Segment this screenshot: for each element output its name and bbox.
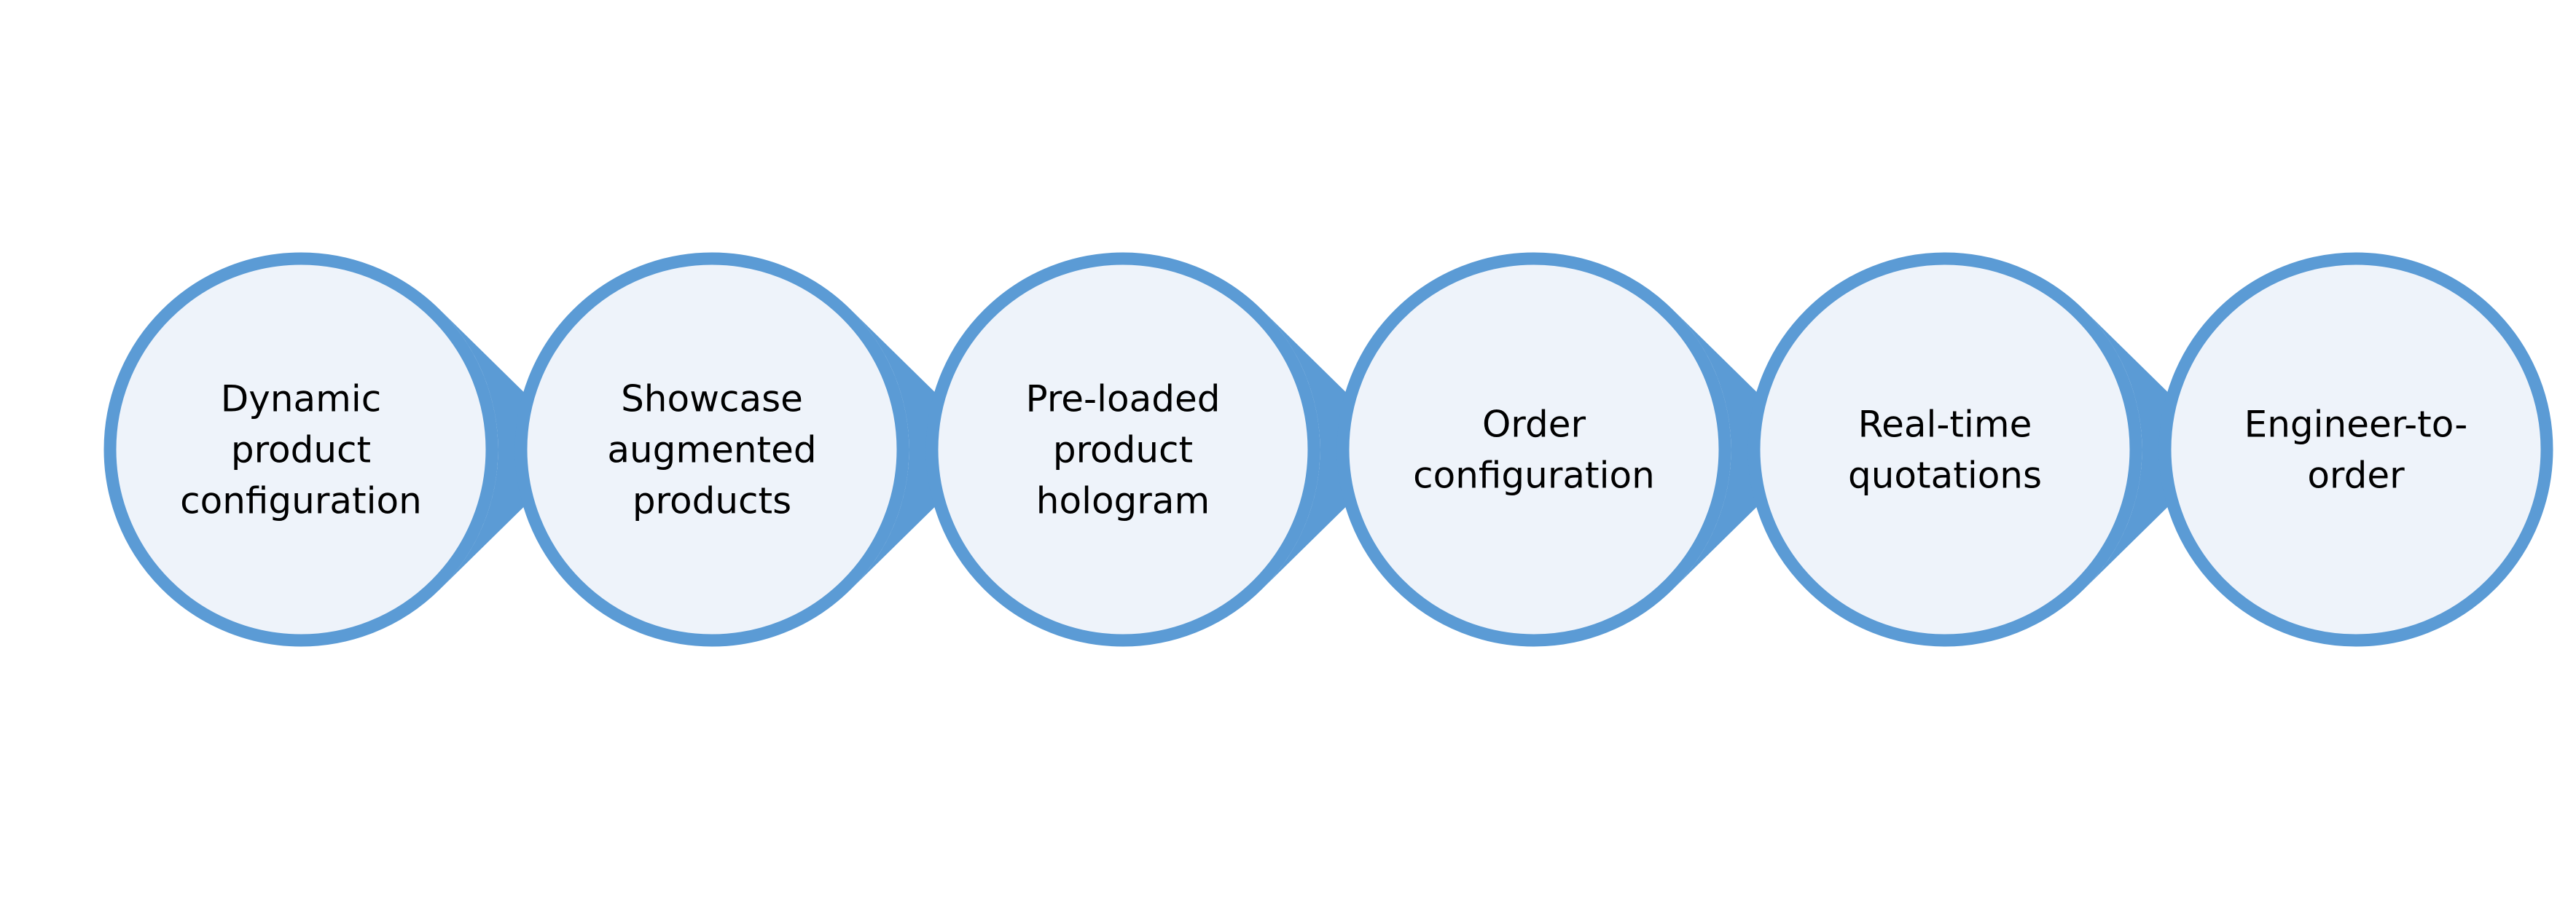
step-label-line: hologram [1036,480,1210,522]
step-arrow-5 [2084,310,2226,589]
step-label-line: order [2307,455,2405,497]
step-label-5: Real-time quotations [1848,404,2042,497]
step-shapes [103,252,2553,647]
step-circle-6 [2158,252,2553,647]
step-label-line: product [231,429,371,471]
step-label-3: Pre-loaded product hologram [1026,378,1221,522]
step-label-line: augmented [607,429,816,471]
step-label-line: Real-time [1858,404,2032,446]
step-label-line: Order [1482,404,1586,446]
step-label-line: configuration [180,480,422,522]
step-label-4: Order configuration [1413,404,1655,497]
step-label-1: Dynamic product configuration [180,378,422,522]
step-label-line: products [633,480,791,522]
step-arrow-4 [1673,310,1815,589]
step-circle-4 [1336,252,1731,647]
step-labels: Dynamic product configuration Showcase augme… [180,378,2467,522]
step-label-line: Showcase [621,378,803,420]
step-label-6: Engineer-to-order [2244,404,2468,497]
step-arrow-2 [851,310,993,589]
step-label-line: Pre-loaded [1026,378,1221,420]
step-label-line: product [1053,429,1193,471]
step-label-line: configuration [1413,455,1655,497]
step-circle-1 [103,252,498,647]
step-circle-5 [1747,252,2142,647]
step-label-line: Dynamic [221,378,382,420]
step-circle-2 [514,252,909,647]
step-circle-3 [925,252,1320,647]
step-label-2: Showcase augmented products [607,378,816,522]
step-arrow-3 [1262,310,1404,589]
step-arrow-1 [440,310,582,589]
step-label-line: Engineer-to- [2244,404,2468,446]
step-label-line: quotations [1848,455,2042,497]
